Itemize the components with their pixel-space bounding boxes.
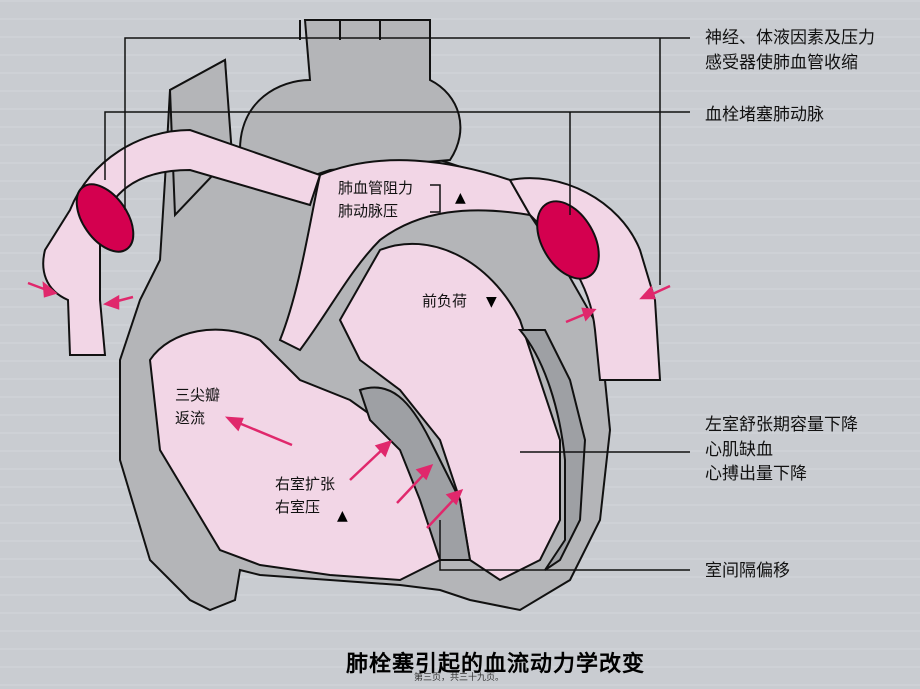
label-lv-effects-line2: 心肌缺血 [705, 439, 773, 460]
label-tricuspid: 三尖瓣 返流 [175, 384, 220, 429]
pulmonary-trunk [278, 159, 532, 352]
pink-arrows [27, 281, 671, 529]
clot-left [75, 183, 135, 253]
aortic-branches [299, 20, 381, 40]
diagram-title: 肺栓塞引起的血流动力学改变 [346, 652, 646, 677]
label-pulmonary-embolism: 血栓堵塞肺动脉 [705, 105, 824, 125]
aorta [238, 19, 462, 192]
label-pulmonary-resistance: 肺血管阻力 肺动脉压 [338, 177, 413, 222]
lv-wall [517, 329, 587, 571]
left-ventricle [338, 242, 561, 582]
label-rv-dilation-line1: 右室扩张 [275, 475, 336, 493]
label-lv-effects: 左室舒张期容量下降 心肌缺血 心搏出量下降 [705, 413, 858, 487]
left-pulmonary-artery [42, 128, 322, 356]
label-septal-shift: 室间隔偏移 [705, 561, 790, 581]
page-footer: 第三页，共三十九页。 [414, 673, 505, 683]
arrow-up-icon-rv: ▲ [337, 508, 348, 524]
label-lv-effects-line1: 左室舒张期容量下降 [705, 415, 858, 435]
right-ventricle [148, 328, 441, 582]
label-neuro-humoral-line2: 感受器使肺血管收缩 [705, 52, 858, 73]
label-pulmonary-resistance-line1: 肺血管阻力 [338, 179, 414, 197]
arrow-up-icon: ▲ [455, 190, 466, 206]
label-lv-effects-line3: 心搏出量下降 [705, 464, 807, 485]
label-neuro-humoral: 神经、体液因素及压力 感受器使肺血管收缩 [705, 26, 875, 75]
label-tricuspid-line1: 三尖瓣 [175, 386, 221, 404]
interventricular-septum [358, 386, 472, 561]
label-neuro-humoral-line1: 神经、体液因素及压力 [705, 28, 875, 48]
arrow-down-icon: ▼ [486, 294, 497, 310]
label-pulmonary-resistance-line2: 肺动脉压 [338, 201, 399, 220]
label-tricuspid-line2: 返流 [175, 408, 206, 427]
clot-right [536, 200, 600, 280]
label-rv-dilation: 右室扩张 右室压 [275, 473, 335, 518]
label-preload: 前负荷 [422, 292, 468, 310]
leader-lines [104, 37, 690, 571]
label-rv-dilation-line2: 右室压 [275, 497, 321, 516]
